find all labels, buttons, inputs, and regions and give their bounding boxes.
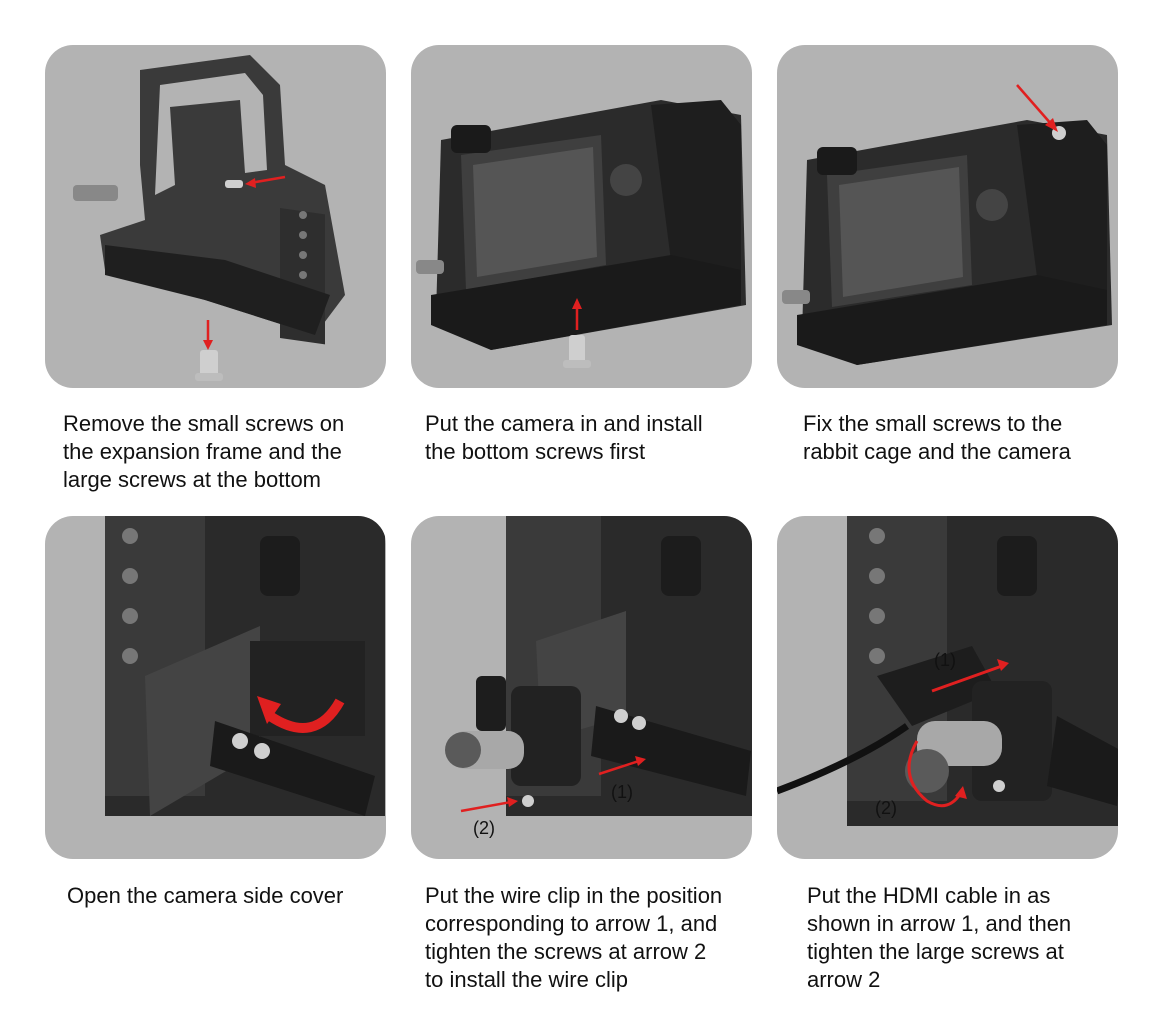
arrow-icon bbox=[460, 756, 646, 813]
label-arrow-1: (1) bbox=[934, 650, 956, 670]
label-arrow-2: (2) bbox=[875, 798, 897, 818]
curved-arrow-icon bbox=[907, 740, 967, 808]
side-cover-illustration bbox=[105, 516, 385, 816]
arrow-icon bbox=[203, 175, 286, 350]
step-6-image: (1) (2) bbox=[777, 516, 1118, 859]
arrow-icon bbox=[1016, 84, 1058, 132]
camera-illustration bbox=[782, 120, 1112, 365]
step-4-image bbox=[45, 516, 386, 859]
arrow-icon bbox=[931, 659, 1009, 693]
step-6-caption: Put the HDMI cable in as shown in arrow … bbox=[807, 883, 1072, 992]
curved-arrow-icon bbox=[257, 696, 345, 733]
camera-illustration bbox=[416, 100, 746, 368]
step-4-caption: Open the camera side cover bbox=[67, 883, 344, 908]
step-2-caption: Put the camera in and install the bottom… bbox=[425, 411, 703, 464]
label-arrow-1: (1) bbox=[611, 782, 633, 802]
step-5-caption: Put the wire clip in the position corres… bbox=[425, 883, 723, 992]
step-1-caption: Remove the small screws on the expansion… bbox=[63, 411, 345, 492]
arrow-icon bbox=[572, 298, 582, 330]
label-arrow-2: (2) bbox=[473, 818, 495, 838]
step-2-image bbox=[411, 45, 752, 388]
hdmi-cable-illustration bbox=[777, 516, 1118, 826]
step-5-image: (1) (2) bbox=[411, 516, 752, 859]
step-3-image bbox=[777, 45, 1118, 388]
step-3-caption: Fix the small screws to the rabbit cage … bbox=[803, 411, 1071, 464]
wire-clip-illustration bbox=[445, 516, 752, 816]
cage-frame-illustration bbox=[73, 55, 345, 381]
step-1-image bbox=[45, 45, 386, 388]
